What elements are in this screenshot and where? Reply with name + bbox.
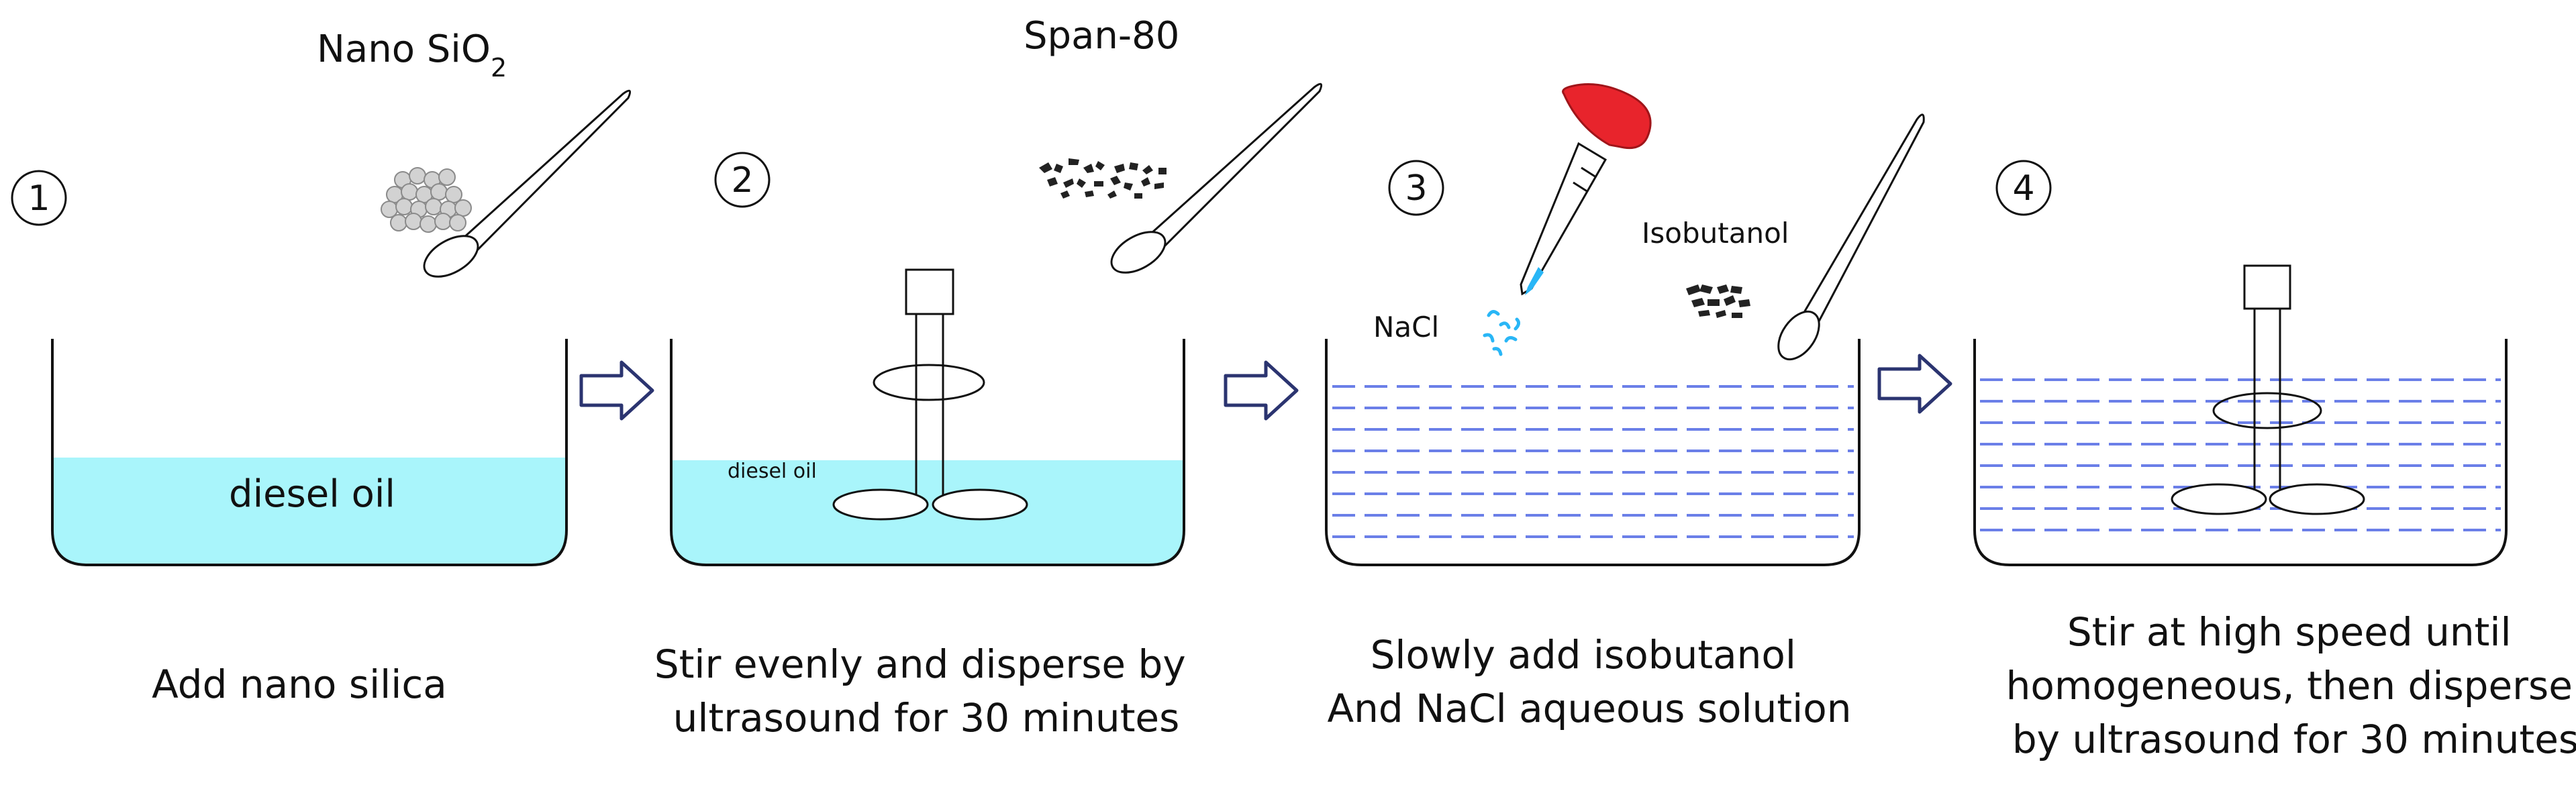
spoon-icon: [1777, 113, 1925, 361]
step-1-number: 1: [28, 178, 50, 219]
stirrer-icon: [832, 268, 1028, 521]
step-1-beaker: [51, 339, 568, 566]
step-2-number-circle: [714, 152, 771, 208]
step-2-liquid-label: diesel oil: [728, 460, 817, 483]
arrow-1-icon: [579, 360, 654, 421]
step-2-number: 2: [731, 160, 753, 201]
arrow-3-icon: [1877, 354, 1952, 414]
droplets-icon: [1483, 310, 1521, 356]
step-4: 4 Stir at high speed until homogeneous, …: [1973, 160, 2576, 762]
step-3-beaker: [1325, 339, 1861, 566]
step-1-caption: Add nano silica: [152, 662, 447, 707]
step-1: 1 Nano SiO2 diesel oil Add nano silica: [11, 28, 632, 707]
step-2-beaker: [670, 339, 1185, 566]
step-3-reagent-right-label: Isobutanol: [1642, 217, 1789, 250]
step-4-beaker: [1973, 339, 2508, 566]
step-2-caption: Stir evenly and disperse by ultrasound f…: [654, 641, 1198, 741]
step-2-liquid: [671, 460, 1184, 565]
step-3-emulsion-lines: [1332, 385, 1854, 538]
span-80-flakes: [1039, 158, 1167, 199]
isobutanol-flakes: [1686, 284, 1750, 318]
nano-silica-powder: [381, 167, 472, 233]
step-4-number: 4: [2012, 168, 2034, 209]
step-1-reagent-label: Nano SiO2: [317, 28, 507, 83]
stirrer-icon: [2171, 264, 2365, 515]
spoon-icon: [423, 89, 632, 278]
dropper-icon: [1520, 83, 1652, 296]
step-1-liquid-label: diesel oil: [229, 472, 395, 516]
step-1-number-circle: [11, 170, 67, 226]
step-3-number: 3: [1405, 168, 1427, 209]
step-3: 3 NaCl Isobutanol: [1325, 83, 1925, 731]
step-4-number-circle: [1995, 160, 2052, 216]
step-2: 2 Span-80 diesel oil: [654, 14, 1323, 741]
step-2-reagent-label: Span-80: [1024, 14, 1179, 58]
arrow-2-icon: [1224, 360, 1299, 421]
step-1-liquid: [52, 458, 566, 565]
spoon-icon: [1110, 83, 1323, 274]
step-3-number-circle: [1388, 160, 1444, 216]
step-3-reagent-left-label: NaCl: [1373, 311, 1439, 344]
step-4-caption: Stir at high speed until homogeneous, th…: [2006, 609, 2576, 762]
step-3-caption: Slowly add isobutanol And NaCl aqueous s…: [1327, 632, 1851, 731]
